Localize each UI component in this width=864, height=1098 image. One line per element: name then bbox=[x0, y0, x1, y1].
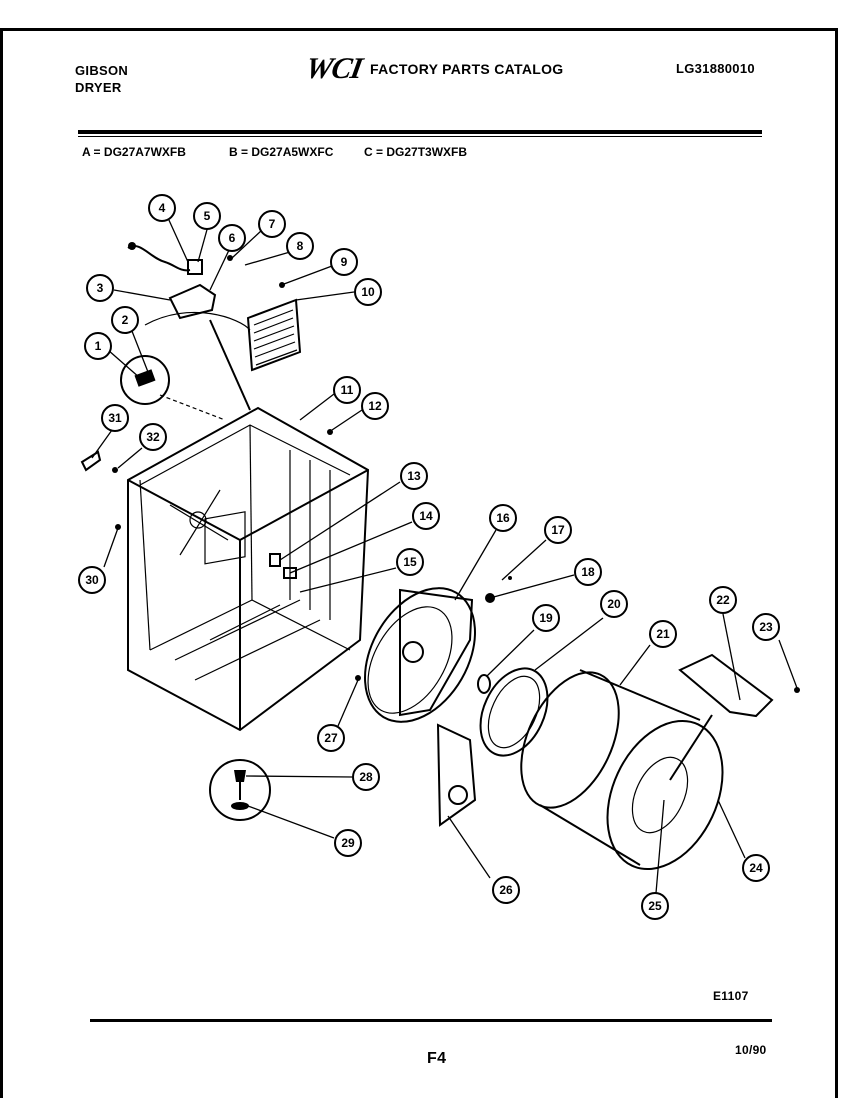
callout-5: 5 bbox=[193, 202, 221, 230]
cabinet-drawing bbox=[127, 406, 370, 732]
drum-drawing bbox=[520, 669, 724, 871]
callout-14: 14 bbox=[412, 502, 440, 530]
bracket-drawing bbox=[80, 450, 102, 472]
svg-text:28: 28 bbox=[359, 770, 373, 784]
svg-text:10: 10 bbox=[361, 285, 375, 299]
page-frame-left bbox=[0, 30, 3, 1098]
model-c: C = DG27T3WXFB bbox=[364, 145, 468, 159]
header-rule bbox=[78, 130, 762, 134]
page-number: F4 bbox=[427, 1050, 447, 1067]
callout-22: 22 bbox=[709, 586, 737, 614]
product-type: DRYER bbox=[75, 80, 122, 95]
svg-text:8: 8 bbox=[297, 239, 304, 253]
figure-code: E1107 bbox=[713, 989, 749, 1003]
svg-text:19: 19 bbox=[539, 611, 553, 625]
callout-18: 18 bbox=[574, 558, 602, 586]
svg-text:29: 29 bbox=[341, 836, 355, 850]
callout-31: 31 bbox=[101, 404, 129, 432]
model-b: B = DG27A5WXFC bbox=[229, 145, 334, 159]
callout-4: 4 bbox=[148, 194, 176, 222]
callout-2: 2 bbox=[111, 306, 139, 334]
callout-23: 23 bbox=[752, 613, 780, 641]
leader-lines bbox=[91, 217, 798, 894]
callout-9: 9 bbox=[330, 248, 358, 276]
callout-10: 10 bbox=[354, 278, 382, 306]
callout-1: 1 bbox=[84, 332, 112, 360]
svg-text:7: 7 bbox=[269, 217, 276, 231]
svg-text:6: 6 bbox=[229, 231, 236, 245]
svg-text:20: 20 bbox=[607, 597, 621, 611]
drum-seal-drawing bbox=[477, 667, 549, 757]
svg-text:27: 27 bbox=[324, 731, 338, 745]
lint-screen-drawing bbox=[246, 298, 302, 372]
callout-27: 27 bbox=[317, 724, 345, 752]
svg-text:32: 32 bbox=[146, 430, 160, 444]
page-frame-top bbox=[0, 28, 838, 31]
hardware-dots bbox=[112, 255, 512, 681]
svg-text:2: 2 bbox=[122, 313, 129, 327]
thermostat-assembly-drawing bbox=[127, 242, 251, 411]
svg-text:11: 11 bbox=[341, 383, 354, 397]
callout-11: 11 bbox=[333, 376, 361, 404]
svg-text:14: 14 bbox=[419, 509, 433, 523]
svg-text:9: 9 bbox=[341, 255, 348, 269]
svg-text:17: 17 bbox=[551, 523, 565, 537]
catalog-number: LG31880010 bbox=[676, 61, 755, 76]
page-frame-right bbox=[835, 30, 838, 1098]
header-rule-thin bbox=[78, 136, 762, 137]
brand-name: GIBSON bbox=[75, 63, 129, 78]
svg-text:23: 23 bbox=[759, 620, 773, 634]
callouts: 1 2 3 4 5 6 7 8 9 10 11 12 13 14 15 16 1… bbox=[78, 194, 780, 920]
svg-text:3: 3 bbox=[97, 281, 104, 295]
front-bulkhead-drawing bbox=[364, 587, 476, 723]
callout-6: 6 bbox=[218, 224, 246, 252]
svg-text:13: 13 bbox=[407, 469, 421, 483]
callout-15: 15 bbox=[396, 548, 424, 576]
svg-text:12: 12 bbox=[368, 399, 382, 413]
svg-text:1: 1 bbox=[95, 339, 102, 353]
svg-text:30: 30 bbox=[85, 573, 99, 587]
svg-text:31: 31 bbox=[108, 411, 122, 425]
callout-30: 30 bbox=[78, 566, 106, 594]
callout-12: 12 bbox=[361, 392, 389, 420]
brand-block: GIBSON DRYER bbox=[75, 62, 128, 96]
callout-20: 20 bbox=[600, 590, 628, 618]
callout-16: 16 bbox=[489, 504, 517, 532]
svg-text:22: 22 bbox=[716, 593, 730, 607]
svg-text:18: 18 bbox=[581, 565, 595, 579]
callout-29: 29 bbox=[334, 829, 362, 857]
baffle-drawing bbox=[669, 653, 800, 781]
model-a: A = DG27A7WXFB bbox=[82, 145, 186, 159]
svg-text:21: 21 bbox=[656, 627, 670, 641]
callout-19: 19 bbox=[532, 604, 560, 632]
callout-26: 26 bbox=[492, 876, 520, 904]
svg-text:15: 15 bbox=[403, 555, 417, 569]
callout-21: 21 bbox=[649, 620, 677, 648]
leveling-leg-drawing bbox=[209, 759, 271, 821]
callout-24: 24 bbox=[742, 854, 770, 882]
callout-3: 3 bbox=[86, 274, 114, 302]
catalog-date: 10/90 bbox=[735, 1043, 767, 1057]
lint-duct-drawing bbox=[436, 723, 477, 827]
svg-text:25: 25 bbox=[648, 899, 662, 913]
footer-rule bbox=[90, 1019, 772, 1022]
svg-text:5: 5 bbox=[204, 209, 211, 223]
callout-7: 7 bbox=[258, 210, 286, 238]
catalog-title: FACTORY PARTS CATALOG bbox=[370, 61, 564, 77]
callout-13: 13 bbox=[400, 462, 428, 490]
callout-32: 32 bbox=[139, 423, 167, 451]
svg-text:4: 4 bbox=[159, 201, 166, 215]
callout-25: 25 bbox=[641, 892, 669, 920]
callout-17: 17 bbox=[544, 516, 572, 544]
callout-28: 28 bbox=[352, 763, 380, 791]
door-switch-drawing bbox=[120, 355, 226, 421]
svg-text:26: 26 bbox=[499, 883, 513, 897]
callout-8: 8 bbox=[286, 232, 314, 260]
svg-text:24: 24 bbox=[749, 861, 763, 875]
svg-text:16: 16 bbox=[496, 511, 510, 525]
